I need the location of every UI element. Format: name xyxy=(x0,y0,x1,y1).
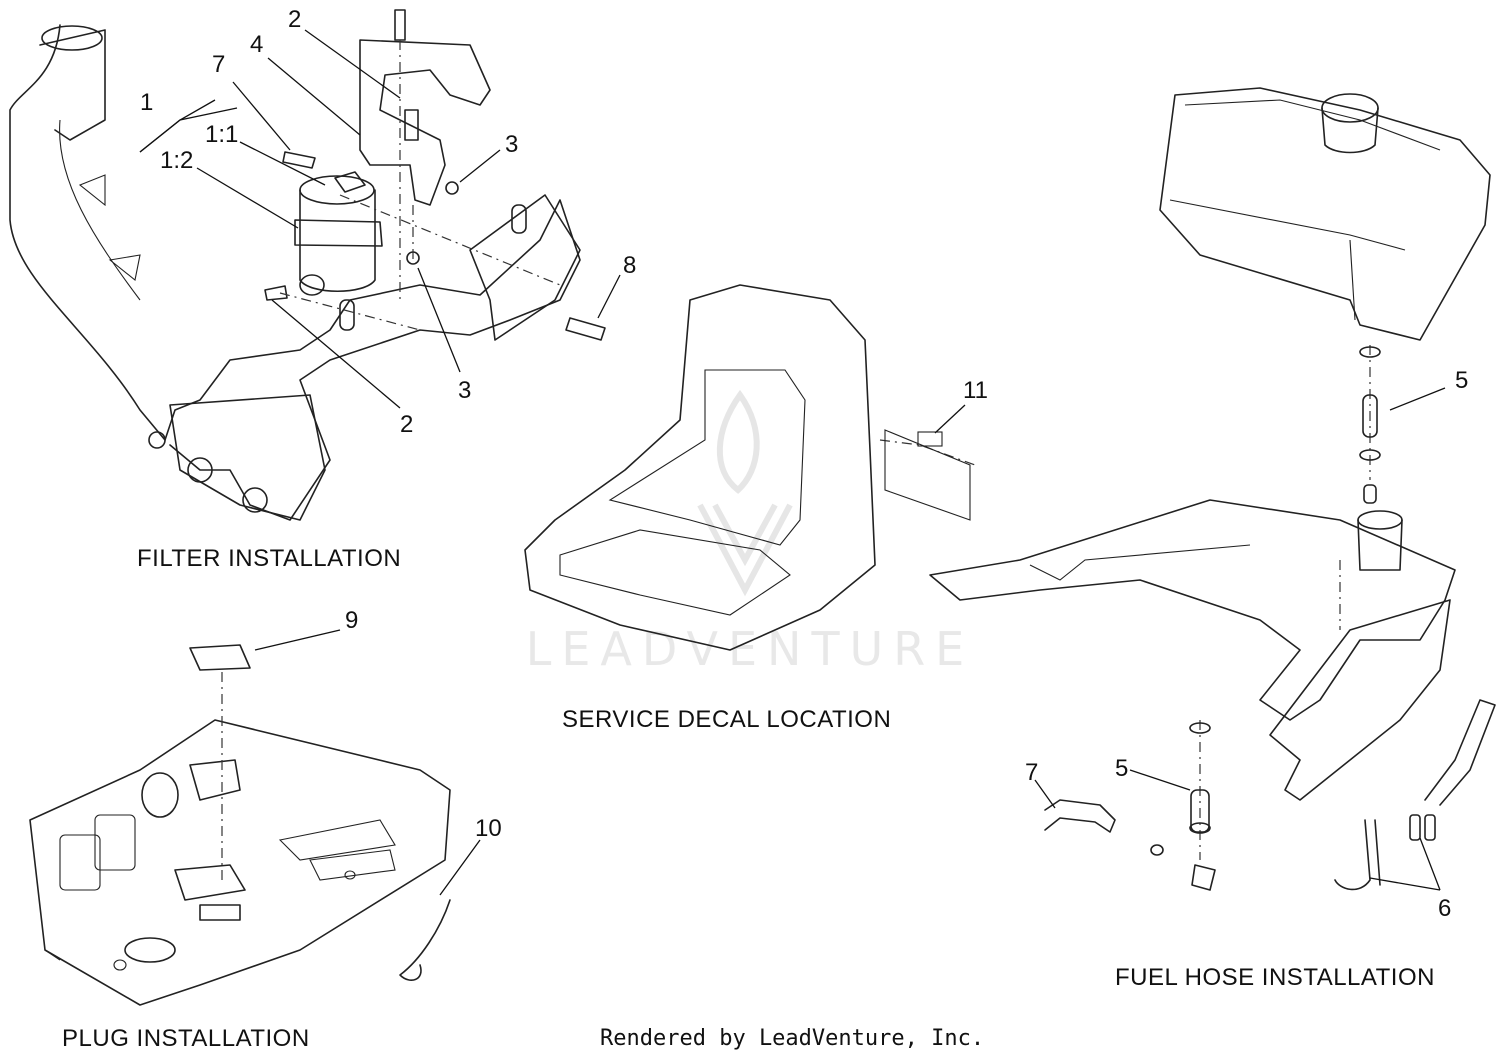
seat-drawing xyxy=(524,284,976,651)
service-decal-location-title: SERVICE DECAL LOCATION xyxy=(562,706,891,733)
plug-installation-title: PLUG INSTALLATION xyxy=(62,1025,310,1052)
filter-installation-drawing xyxy=(9,9,621,521)
callout-5-lower: 5 xyxy=(1115,755,1128,782)
callout-6: 6 xyxy=(1438,895,1451,922)
filter-installation-title: FILTER INSTALLATION xyxy=(137,545,401,572)
callout-3-top: 3 xyxy=(505,131,518,158)
callout-1-2: 1:2 xyxy=(160,147,193,174)
callout-7-fuel: 7 xyxy=(1025,759,1038,786)
callout-2-bottom: 2 xyxy=(400,411,413,438)
callout-4: 4 xyxy=(250,31,263,58)
callouts: 1 1:2 1:1 7 4 2 3 8 3 2 9 10 11 5 5 7 6 xyxy=(140,6,1468,922)
callout-1: 1 xyxy=(140,89,153,116)
watermark-text: LEADVENTURE xyxy=(526,622,975,676)
rendered-by-credit: Rendered by LeadVenture, Inc. xyxy=(600,1026,984,1051)
callout-7-filter: 7 xyxy=(212,51,225,78)
callout-8: 8 xyxy=(623,252,636,279)
leadventure-watermark: LEADVENTURE xyxy=(526,389,975,676)
callout-5-upper: 5 xyxy=(1455,367,1468,394)
plug-installation-drawing xyxy=(29,629,481,1006)
callout-10: 10 xyxy=(475,815,502,842)
callout-3-bottom: 3 xyxy=(458,377,471,404)
callout-11: 11 xyxy=(963,377,988,404)
fuel-hose-drawing xyxy=(929,87,1496,891)
callout-9: 9 xyxy=(345,607,358,634)
callout-2-top: 2 xyxy=(288,6,301,33)
callout-1-1: 1:1 xyxy=(205,121,238,148)
fuel-hose-installation-title: FUEL HOSE INSTALLATION xyxy=(1115,964,1435,991)
